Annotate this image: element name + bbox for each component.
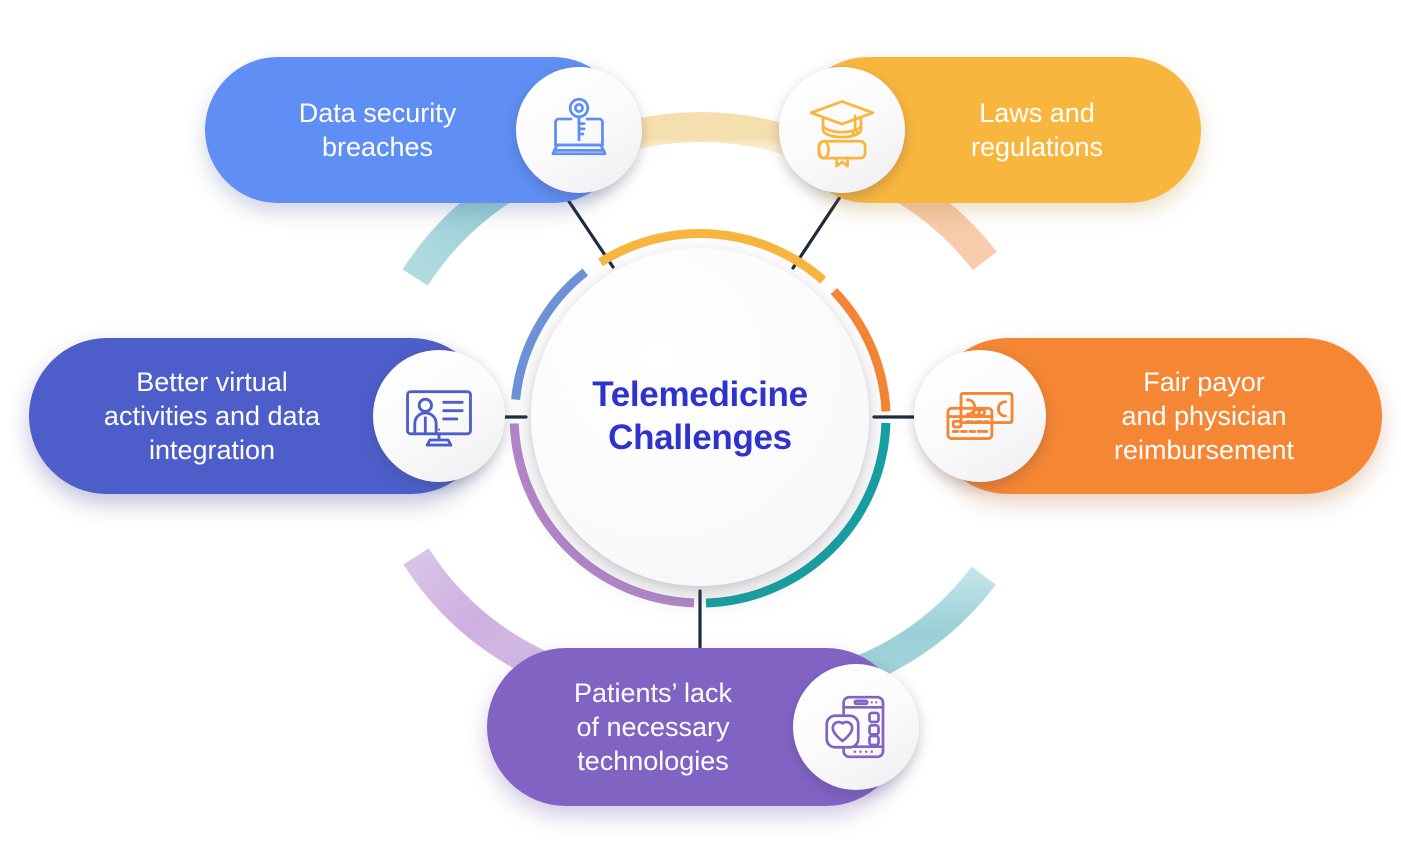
monitor-person-icon bbox=[373, 350, 505, 482]
connector-laws bbox=[791, 195, 842, 270]
inner-ring-arcs bbox=[509, 229, 891, 608]
phone-heart-icon bbox=[793, 664, 919, 790]
center-hub: Telemedicine Challenges bbox=[531, 248, 869, 586]
node-laws[interactable]: Laws and regulations bbox=[779, 57, 1201, 203]
node-label-laws: Laws and regulations bbox=[970, 97, 1104, 162]
laptop-key-icon bbox=[516, 67, 642, 193]
node-label-patients-lack: Patients’ lack of necessary technologies bbox=[573, 677, 733, 777]
arc-orange bbox=[830, 287, 891, 412]
graduation-cap-diploma-icon bbox=[779, 67, 905, 193]
node-fair-payor[interactable]: Fair payor and physician reimbursement bbox=[914, 338, 1382, 494]
node-label-data-security: Data security breaches bbox=[298, 97, 457, 162]
page-title: Telemedicine Challenges bbox=[592, 375, 808, 457]
node-label-fair-payor: Fair payor and physician reimbursement bbox=[1113, 366, 1295, 466]
arc-teal bbox=[705, 422, 891, 608]
node-patients-lack[interactable]: Patients’ lack of necessary technologies bbox=[487, 648, 919, 806]
node-label-better-virtual: Better virtual activities and data integ… bbox=[103, 366, 321, 466]
arc-blue bbox=[511, 268, 589, 401]
node-better-virtual[interactable]: Better virtual activities and data integ… bbox=[29, 338, 505, 494]
money-card-icon bbox=[914, 350, 1046, 482]
arc-purple bbox=[509, 423, 695, 608]
node-data-security[interactable]: Data security breaches bbox=[205, 57, 642, 203]
arc-yellow bbox=[598, 229, 827, 284]
